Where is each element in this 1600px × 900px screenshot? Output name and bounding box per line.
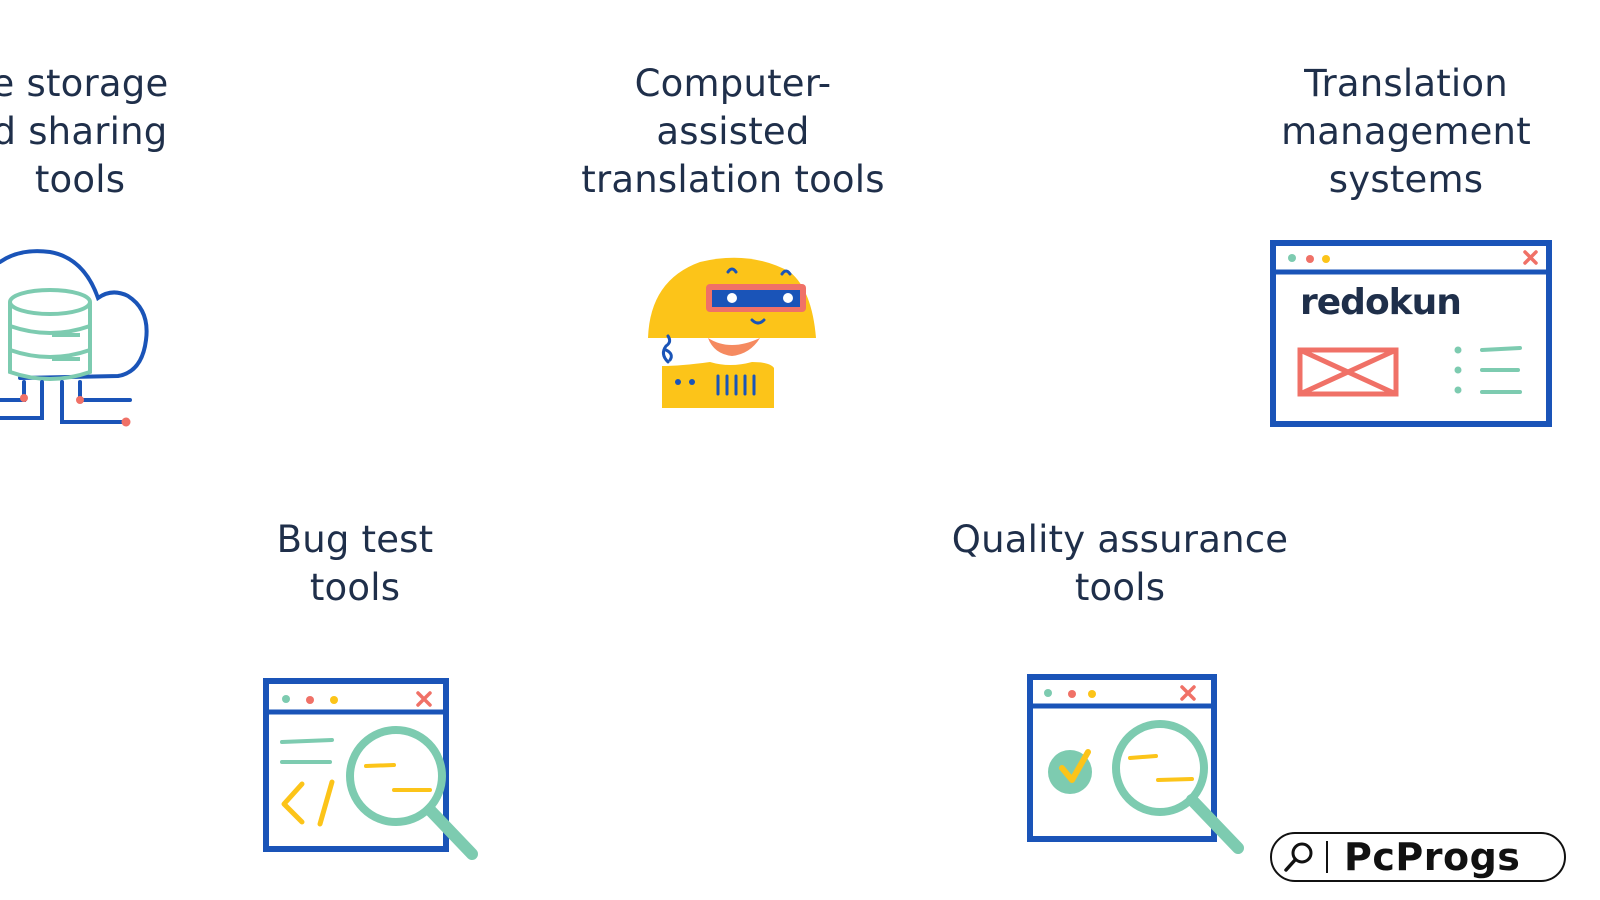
- caption-line: tools: [1074, 566, 1166, 609]
- caption-line: e storage: [0, 62, 169, 105]
- caption-tms: Translation management systems: [1268, 60, 1544, 204]
- watermark-badge: PcProgs: [1270, 832, 1566, 882]
- caption-line: tools: [34, 158, 126, 201]
- bug-test-icon: [263, 678, 478, 860]
- tms-browser-window: redokun: [1270, 238, 1552, 428]
- caption-line: Translation: [1304, 62, 1508, 105]
- caption-line: Quality assurance: [951, 518, 1289, 561]
- robot-icon: [648, 257, 816, 408]
- caption-line: tools: [309, 566, 401, 609]
- caption-line: systems: [1328, 158, 1484, 201]
- search-icon: [1272, 834, 1326, 880]
- caption-cat-tools: Computer- assisted translation tools: [568, 60, 898, 204]
- caption-line: management: [1281, 110, 1531, 153]
- watermark-divider: [1326, 841, 1328, 873]
- caption-line: assisted: [656, 110, 810, 153]
- tms-logo: redokun: [1300, 282, 1462, 323]
- caption-line: Bug test: [276, 518, 434, 561]
- cloud-storage-icon: [0, 249, 149, 427]
- caption-qa-tools: Quality assurance tools: [940, 516, 1300, 612]
- caption-line: Computer-: [634, 62, 832, 105]
- watermark-text: PcProgs: [1344, 835, 1521, 879]
- caption-storage-sharing-tools: e storage d sharing tools: [0, 60, 200, 204]
- caption-line: d sharing: [0, 110, 168, 153]
- browser-window-frame: [1270, 240, 1552, 427]
- caption-line: translation tools: [581, 158, 885, 201]
- caption-bug-test-tools: Bug test tools: [240, 516, 470, 612]
- quality-assurance-icon: [1027, 674, 1244, 854]
